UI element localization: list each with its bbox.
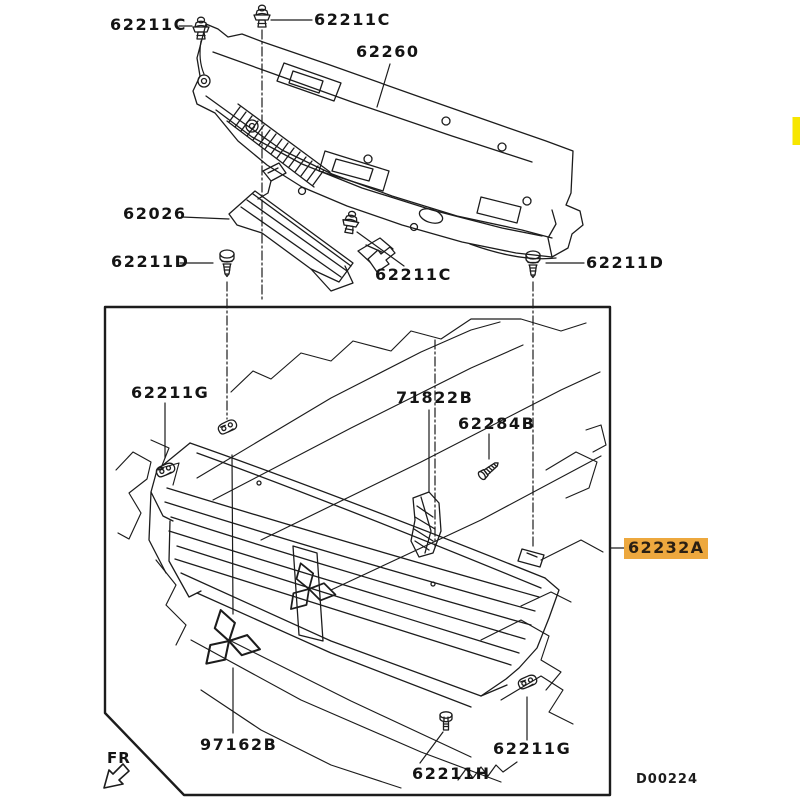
part-label-62026: 62026 bbox=[123, 204, 187, 223]
part-label-97162B: 97162B bbox=[200, 735, 278, 754]
edge-highlight-marker bbox=[792, 117, 800, 145]
background-body-art bbox=[115, 318, 607, 789]
part-label-62211C-top-mid: 62211C bbox=[314, 10, 392, 29]
three-diamond-emblem-97162B bbox=[187, 600, 269, 675]
upper-panel-62260-art bbox=[192, 23, 584, 260]
part-label-62211C-top-left: 62211C bbox=[110, 15, 188, 34]
part-label-62284B: 62284B bbox=[458, 414, 536, 433]
hollow-arrow-down-left-icon bbox=[103, 763, 130, 789]
part-label-62260: 62260 bbox=[356, 42, 420, 61]
assembly-box-border bbox=[103, 305, 612, 797]
mounting-dash-lines bbox=[226, 29, 534, 550]
dome-screw-icon bbox=[219, 249, 235, 278]
fr-direction-label: FR bbox=[107, 749, 131, 767]
fr-direction-arrow bbox=[103, 763, 130, 789]
grommet-clip-icon bbox=[216, 418, 239, 436]
hex-bolt-icon bbox=[439, 711, 453, 731]
tapping-screw-icon bbox=[476, 458, 502, 482]
part-label-62211G-upper: 62211G bbox=[131, 383, 210, 402]
part-label-62211G-lower: 62211G bbox=[493, 739, 572, 758]
grille-art bbox=[148, 442, 560, 708]
bracket-62026-art bbox=[228, 162, 396, 292]
grommet-clip-icon bbox=[154, 461, 177, 478]
fastener-icons bbox=[154, 4, 541, 731]
push-clip-icon bbox=[192, 16, 210, 40]
part-label-62211D-right: 62211D bbox=[586, 253, 665, 272]
squiggle-leader bbox=[457, 761, 518, 781]
part-label-71822B: 71822B bbox=[396, 388, 474, 407]
part-label-62211C-center: 62211C bbox=[375, 265, 453, 284]
push-clip-icon bbox=[253, 4, 271, 28]
leader-lines bbox=[164, 19, 626, 781]
push-clip-icon bbox=[340, 209, 362, 235]
part-label-62232A-highlighted: 62232A bbox=[624, 538, 709, 559]
grille-assembly-62232A-art bbox=[115, 318, 607, 789]
grille-bracket-71822B-art bbox=[410, 491, 442, 558]
fold-arrow-icon bbox=[367, 246, 396, 273]
grommet-clip-icon bbox=[516, 673, 539, 690]
drawing-code-label: D00224 bbox=[636, 772, 699, 787]
part-label-62211D-left: 62211D bbox=[111, 252, 190, 271]
part-label-62211H: 62211H bbox=[412, 764, 491, 783]
